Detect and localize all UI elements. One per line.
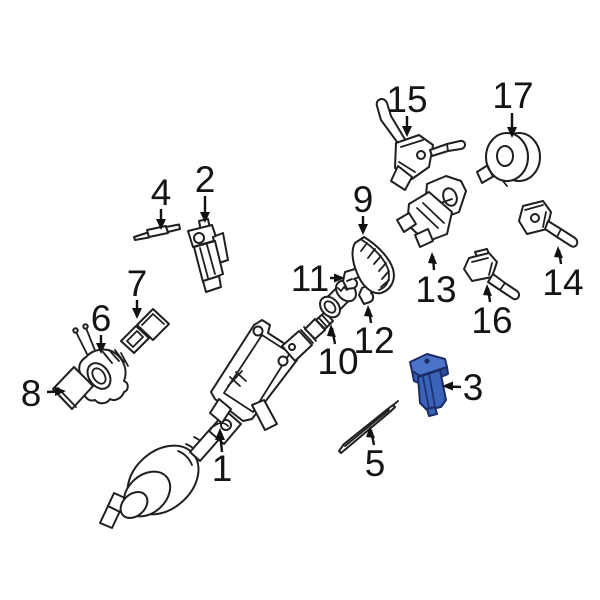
part-6-drawing <box>72 323 129 405</box>
part-7-label: 7 <box>127 263 148 304</box>
part-2-callout[interactable]: 2 <box>187 159 229 293</box>
part-10-arrow <box>327 324 337 345</box>
part-8-label: 8 <box>21 373 42 414</box>
part-7-callout[interactable]: 7 <box>120 263 170 354</box>
part-13-label: 13 <box>415 269 456 310</box>
part-2-label: 2 <box>195 159 216 200</box>
part-3-drawing-highlighted <box>409 353 449 417</box>
part-14-drawing <box>518 200 579 248</box>
part-10-label: 10 <box>317 341 358 382</box>
part-5-callout[interactable]: 5 <box>338 400 399 484</box>
part-1-callout[interactable]: 1 <box>99 311 334 529</box>
part-1-arrow <box>215 428 225 453</box>
part-14-callout[interactable]: 14 <box>518 200 584 303</box>
part-1-label: 1 <box>212 448 233 489</box>
part-11-arrow <box>330 273 345 283</box>
part-16-arrow <box>483 284 492 303</box>
part-16-label: 16 <box>471 300 512 341</box>
part-3-arrow <box>442 381 462 391</box>
part-7-arrow <box>132 300 142 319</box>
part-12-arrow <box>364 305 373 324</box>
part-5-label: 5 <box>365 443 386 484</box>
part-17-arrow <box>507 113 517 138</box>
part-9-callout[interactable]: 9 <box>351 179 395 295</box>
part-13-callout[interactable]: 13 <box>396 175 467 310</box>
part-4-callout[interactable]: 4 <box>133 172 181 241</box>
part-6-arrow <box>96 335 106 354</box>
part-10-drawing <box>319 279 357 319</box>
part-11-label: 11 <box>291 258 329 299</box>
part-3-screw-hole <box>424 358 430 364</box>
part-3-callout[interactable]: 3 <box>409 353 484 417</box>
part-6-label: 6 <box>91 298 112 339</box>
part-11-callout[interactable]: 11 <box>291 258 362 299</box>
part-15-arrow <box>402 116 412 137</box>
part-15-callout[interactable]: 15 <box>375 79 466 191</box>
part-13-arrow <box>428 252 437 271</box>
part-11-drawing <box>342 268 362 290</box>
part-9-arrow <box>358 216 368 235</box>
part-8-callout[interactable]: 8 <box>21 366 94 414</box>
part-12-callout[interactable]: 12 <box>353 282 395 361</box>
part-4-arrow <box>156 209 166 230</box>
part-15-label: 15 <box>386 79 427 120</box>
part-4-drawing <box>133 223 181 241</box>
part-6-callout[interactable]: 6 <box>72 298 129 405</box>
part-9-label: 9 <box>353 179 374 220</box>
part-15-drawing <box>375 98 466 191</box>
part-17-label: 17 <box>492 75 533 116</box>
part-10-callout[interactable]: 10 <box>316 277 360 382</box>
part-5-drawing <box>338 400 399 454</box>
part-2-drawing <box>187 218 229 293</box>
part-17-drawing <box>476 132 541 187</box>
part-5-arrow <box>366 426 376 446</box>
part-9-drawing <box>351 236 395 295</box>
part-14-label: 14 <box>542 262 583 303</box>
part-14-arrow <box>554 246 563 265</box>
part-7-drawing <box>120 308 170 354</box>
part-2-arrow <box>200 196 210 223</box>
part-8-arrow <box>46 387 66 396</box>
part-16-callout[interactable]: 16 <box>463 248 521 341</box>
part-16-drawing <box>463 248 521 301</box>
part-12-label: 12 <box>353 320 394 361</box>
part-3-label: 3 <box>463 367 484 408</box>
part-1-drawing <box>99 311 334 529</box>
part-13-drawing <box>396 175 467 248</box>
part-4-label: 4 <box>151 172 172 213</box>
part-17-callout[interactable]: 17 <box>476 75 541 187</box>
